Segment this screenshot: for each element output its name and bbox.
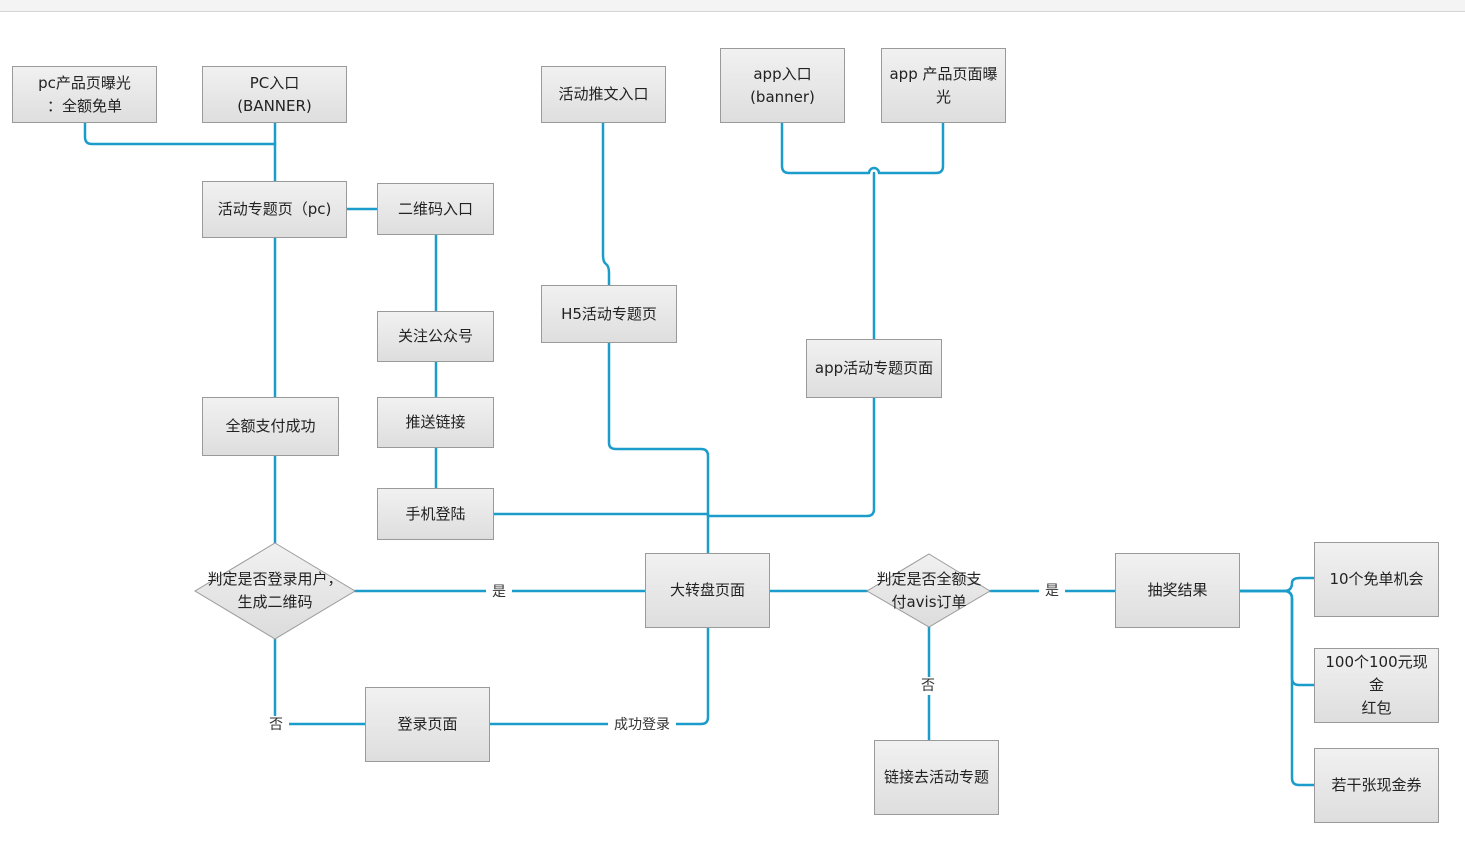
node-push-link: 推送链接	[377, 397, 494, 448]
node-follow-account: 关注公众号	[377, 311, 494, 362]
node-login-page: 登录页面	[365, 687, 490, 762]
edge-app-entry-join	[780, 120, 945, 175]
judge-pay-text: 判定是否全额支 付avis订单	[876, 570, 982, 611]
node-tweet-entry: 活动推文入口	[541, 66, 666, 123]
edge-label-no-login: 否	[263, 716, 289, 734]
node-pc-topic: 活动专题页（pc)	[202, 181, 347, 238]
judge-login-diamond	[194, 542, 356, 640]
node-wheel-page: 大转盘页面	[645, 553, 770, 628]
window-top-bar	[0, 0, 1465, 12]
edge-app-topic-to-wheel	[706, 395, 876, 518]
edge-lottery-to-coupons	[1237, 589, 1316, 787]
node-pc-entry: PC入口 (BANNER)	[202, 66, 347, 123]
node-full-pay: 全额支付成功	[202, 397, 339, 456]
edge-lottery-to-redpacket	[1237, 589, 1316, 687]
judge-login-text: 判定是否登录用户， 生成二维码	[207, 570, 343, 611]
judge-pay-diamond	[866, 553, 991, 628]
node-link-topic: 链接去活动专题	[874, 740, 999, 815]
edge-login-to-wheel-success	[487, 625, 710, 726]
node-qrcode-entry: 二维码入口	[377, 183, 494, 235]
edge-pc-exposure-to-pc-topic	[83, 120, 277, 146]
node-lottery-result: 抽奖结果	[1115, 553, 1240, 628]
edge-h5-to-wheel	[607, 340, 710, 555]
node-pc-exposure: pc产品页曝光 ：全额免单	[12, 66, 157, 123]
node-red-packet: 100个100元现金 红包	[1314, 648, 1439, 723]
node-free-chance: 10个免单机会	[1314, 542, 1439, 617]
edge-label-success-login: 成功登录	[608, 716, 676, 734]
node-h5-topic: H5活动专题页	[541, 285, 677, 343]
edge-lottery-to-free	[1237, 576, 1316, 593]
node-app-entry: app入口 (banner)	[720, 48, 845, 123]
edge-label-no-link: 否	[915, 677, 941, 695]
node-phone-login: 手机登陆	[377, 488, 494, 540]
node-coupons: 若干张现金券	[1314, 748, 1439, 823]
edge-label-yes-lottery: 是	[1039, 582, 1065, 600]
edge-tweet-to-h5	[601, 120, 611, 288]
node-app-topic: app活动专题页面	[806, 339, 942, 398]
node-app-exposure: app 产品页面曝 光	[881, 48, 1006, 123]
edge-label-yes-wheel: 是	[486, 583, 512, 601]
edge-judge-to-login-no	[273, 637, 367, 726]
